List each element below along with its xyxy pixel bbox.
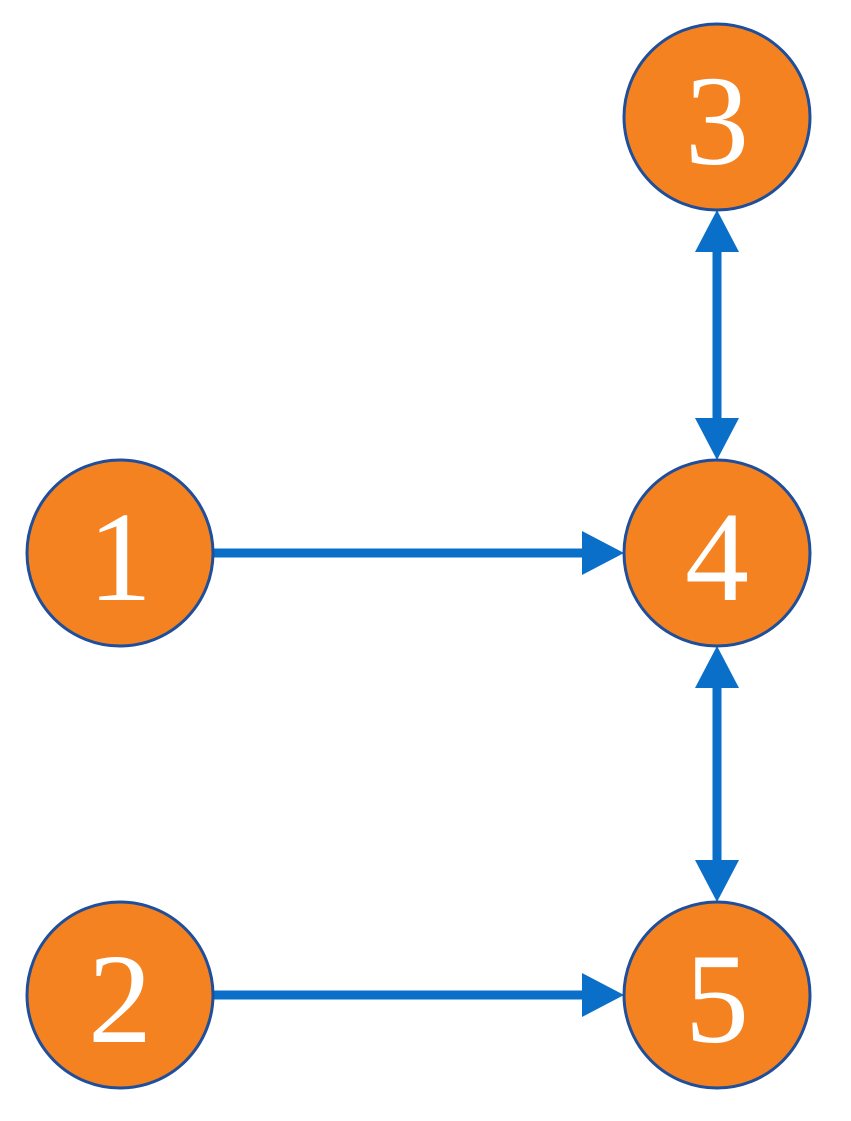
node-circle	[25, 900, 215, 1090]
node-label: 3	[685, 50, 749, 192]
node-5: 5	[622, 900, 812, 1090]
node-circle	[25, 458, 215, 648]
node-4: 4	[622, 458, 812, 648]
arrowhead-to-4	[695, 646, 739, 688]
nodes-layer: 1 2 3 4 5	[25, 22, 812, 1090]
node-label: 2	[88, 928, 152, 1070]
node-1: 1	[25, 458, 215, 648]
node-circle	[622, 22, 812, 212]
node-label: 4	[685, 486, 749, 628]
edge-1-4	[213, 531, 624, 575]
edge-3-4	[695, 210, 739, 460]
arrowhead-to-3	[695, 210, 739, 252]
node-label: 1	[88, 486, 152, 628]
arrowhead-to-5	[695, 860, 739, 902]
edges-layer	[213, 210, 739, 1017]
node-3: 3	[622, 22, 812, 212]
node-label: 5	[685, 928, 749, 1070]
arrowhead-to-4	[582, 531, 624, 575]
arrowhead-to-5	[582, 973, 624, 1017]
node-2: 2	[25, 900, 215, 1090]
arrowhead-to-4	[695, 418, 739, 460]
edge-4-5	[695, 646, 739, 902]
node-circle	[622, 900, 812, 1090]
node-circle	[622, 458, 812, 648]
edge-2-5	[213, 973, 624, 1017]
